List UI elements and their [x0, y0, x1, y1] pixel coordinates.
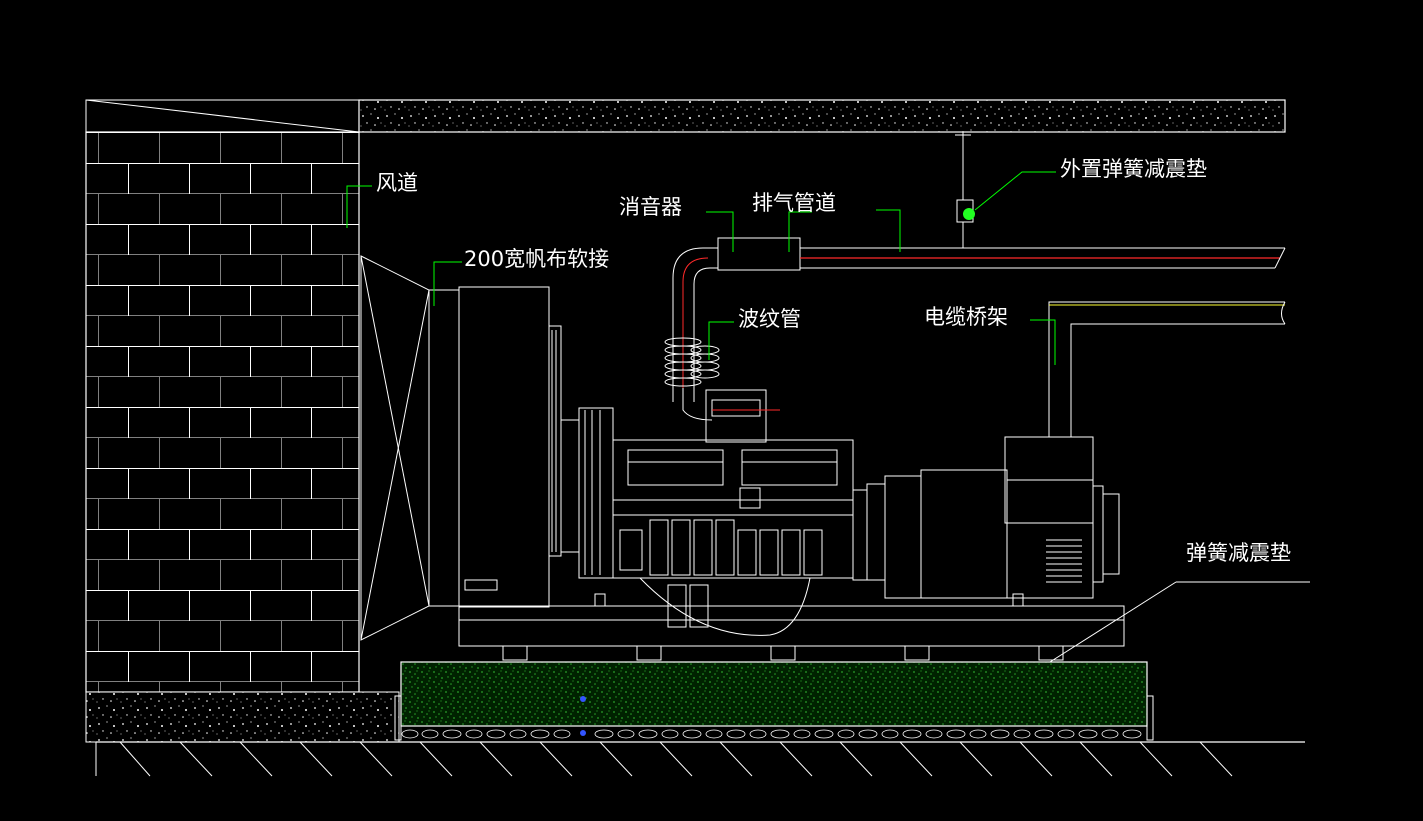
radiator: [458, 286, 614, 608]
label-external-spring-pad: 外置弹簧减震垫: [1060, 157, 1207, 181]
gravel-foundation: [394, 661, 1154, 741]
leader-lines: [346, 171, 1056, 365]
diesel-engine: [612, 389, 868, 636]
ceiling-hanger: [955, 132, 974, 248]
alternator-vent: [1046, 539, 1082, 583]
exhaust-system: [664, 237, 1286, 421]
label-cable-tray: 电缆桥架: [924, 305, 1008, 329]
alternator: [866, 436, 1120, 599]
blue-point-upper: [580, 696, 586, 702]
label-air-duct: 风道: [376, 171, 418, 195]
blue-point-lower: [580, 730, 586, 736]
brick-wall: [85, 99, 360, 693]
pebble-layer: [401, 729, 1142, 739]
canvas-soft-joint: [360, 255, 460, 641]
label-muffler: 消音器: [619, 195, 682, 219]
bellows-coils: [664, 337, 720, 387]
spring-isolator-marker: [963, 208, 975, 220]
ceiling-slab: [358, 99, 1286, 133]
label-exhaust-pipe: 排气管道: [752, 191, 836, 215]
label-bellows: 波纹管: [738, 307, 801, 331]
base-frame: [458, 593, 1125, 661]
label-spring-pad: 弹簧减震垫: [1186, 541, 1291, 565]
label-canvas-joint: 200宽帆布软接: [464, 247, 609, 271]
ground-hatch: [119, 741, 1233, 777]
floor-slab: [85, 691, 1305, 777]
cable-tray: [1048, 301, 1286, 437]
muffler-body: [717, 237, 801, 271]
spring-pad-leader: [1049, 581, 1177, 663]
